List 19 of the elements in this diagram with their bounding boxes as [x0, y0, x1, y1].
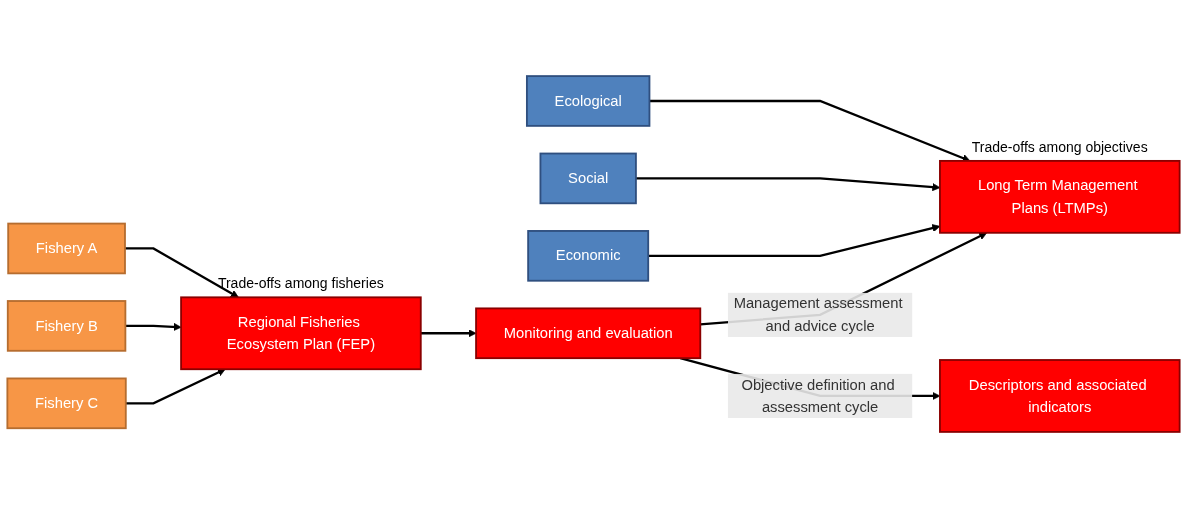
arrow [420, 329, 477, 338]
edge-label: Objective definition and assessment cycle [741, 376, 895, 415]
annotation-text: Trade-offs among objectives [971, 138, 1148, 155]
node-box: Regional Fisheries Ecosystem Plan (FEP) [180, 296, 422, 371]
annotation-text: Trade-offs among fisheries [217, 275, 384, 292]
node-box: Fishery B [6, 300, 127, 352]
arrow [125, 368, 226, 405]
node-box: Economic [527, 230, 650, 282]
node-box: Social [539, 152, 637, 205]
node-box: Descriptors and associated indicators [939, 359, 1181, 433]
arrow [649, 99, 971, 162]
node-box: Fishery A [7, 222, 126, 275]
node-box: Long Term Management Plans (LTMPs) [939, 160, 1181, 234]
arrow [125, 322, 182, 331]
node-box: Fishery C [6, 377, 127, 430]
edge-label: Management assessment and advice cycle [733, 295, 903, 334]
node-box: Ecological [526, 75, 651, 127]
arrow [124, 247, 239, 298]
node-box: Monitoring and evaluation [475, 307, 702, 360]
